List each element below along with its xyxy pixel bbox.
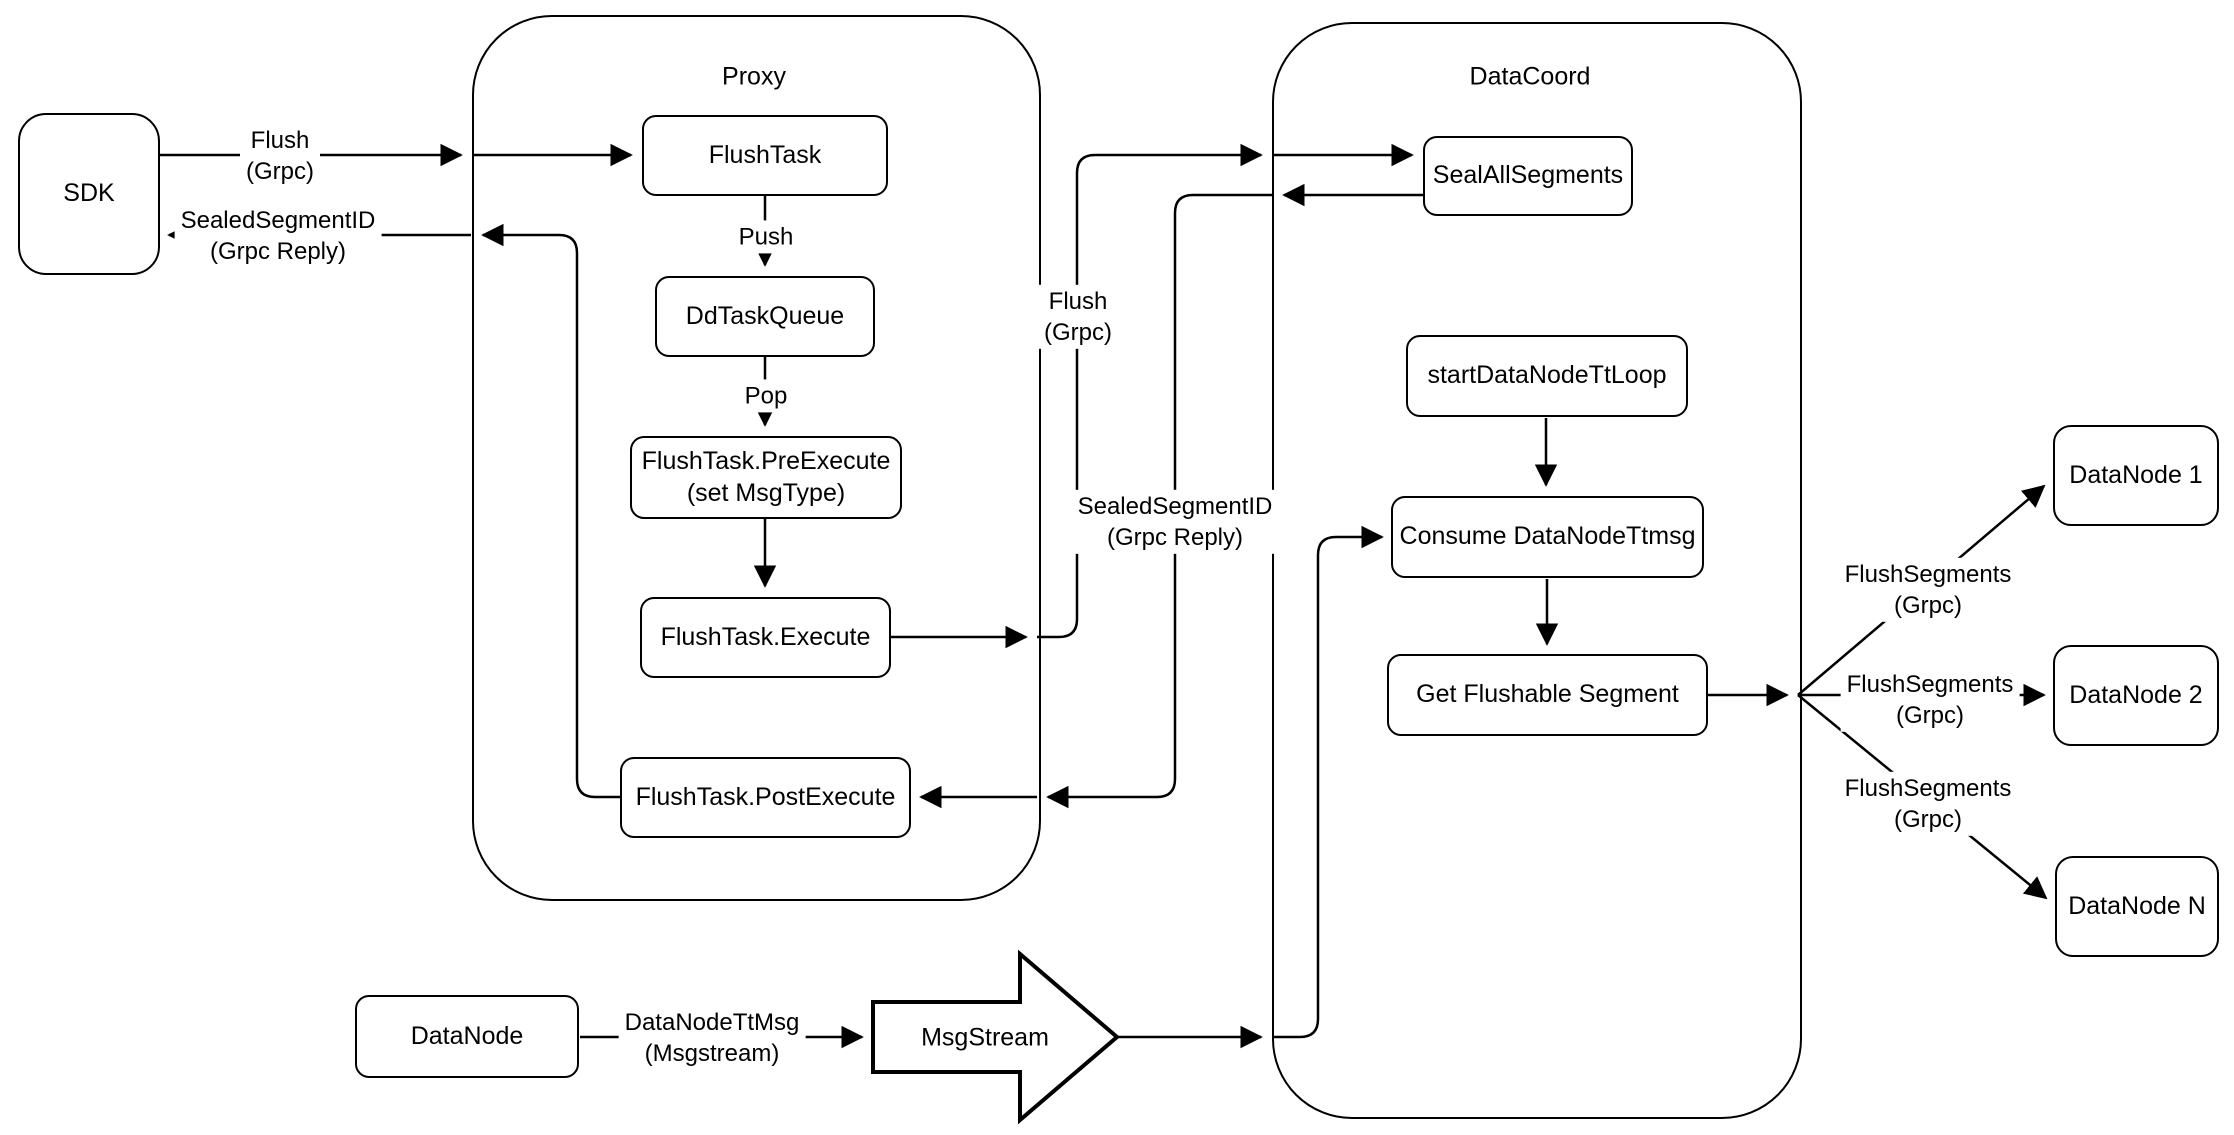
node-startdatanodettloop: startDataNodeTtLoop [1406,335,1688,417]
node-datanode-1: DataNode 1 [2053,425,2219,526]
edge-label-datanodettmsg: DataNodeTtMsg (Msgstream) [618,1005,806,1071]
node-datanode-n: DataNode N [2055,856,2219,957]
edge-label-flushsegments-n: FlushSegments (Grpc) [1838,771,2018,837]
edge-label-sealedsegmentid-proxy-sdk: SealedSegmentID (Grpc Reply) [174,203,382,269]
node-sdk: SDK [18,113,160,275]
node-get-flushable-segment: Get Flushable Segment [1387,654,1708,736]
edge-label-flush-proxy-datacoord: Flush (Grpc) [1038,284,1118,350]
container-datacoord-title: DataCoord [1469,62,1591,91]
node-sealallsegments: SealAllSegments [1423,136,1633,216]
node-datanode-2: DataNode 2 [2053,645,2219,746]
msgstream-block-arrow [871,949,1121,1125]
node-ddtaskqueue: DdTaskQueue [655,276,875,357]
edge-postexecute-to-proxy-left-border [481,223,620,799]
node-consume-datanodettmsg: Consume DataNodeTtmsg [1391,496,1704,578]
edge-label-push: Push [732,220,800,254]
node-flushtask-postexecute: FlushTask.PostExecute [620,757,911,838]
edge-label-flushsegments-1: FlushSegments (Grpc) [1838,557,2018,623]
edge-datacoord-border-to-consume [1273,525,1384,1039]
node-flushtask-execute: FlushTask.Execute [640,597,891,678]
container-proxy-title: Proxy [722,62,786,91]
node-flushtask-preexecute: FlushTask.PreExecute (set MsgType) [630,436,902,519]
edge-label-flush-sdk-proxy: Flush (Grpc) [240,123,320,189]
node-datanode: DataNode [355,995,579,1078]
edge-label-flushsegments-2: FlushSegments (Grpc) [1840,667,2020,733]
edge-label-sealedsegmentid-datacoord-proxy: SealedSegmentID (Grpc Reply) [1071,489,1279,555]
edge-flush-proxy-to-datacoord-border [1037,143,1263,639]
node-flushtask: FlushTask [642,115,888,196]
container-proxy [472,15,1041,901]
msgstream-label: MsgStream [921,1023,1049,1052]
container-datacoord [1272,22,1802,1119]
edge-label-pop: Pop [738,379,794,413]
